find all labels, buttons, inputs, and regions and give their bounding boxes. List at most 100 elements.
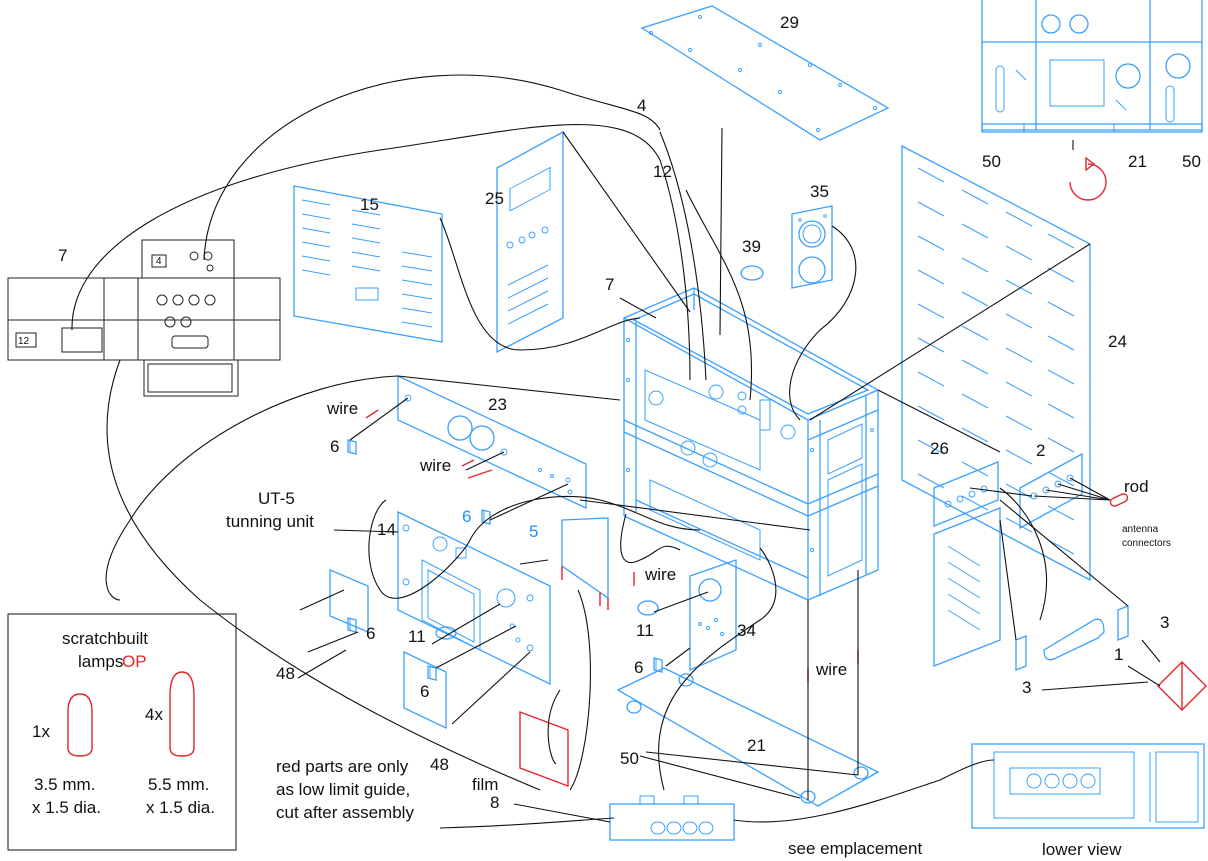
louver-slot bbox=[917, 303, 945, 319]
part-26-sub-chassis bbox=[933, 461, 1001, 667]
label-23: 23 bbox=[488, 395, 507, 414]
lamps-title-2: lamps bbox=[78, 652, 123, 671]
view-indicator-diamond bbox=[1157, 661, 1207, 711]
label-lower-view: lower view bbox=[1042, 840, 1122, 859]
louver-slot bbox=[917, 201, 945, 217]
louver-slot bbox=[1047, 505, 1075, 521]
louver-slot bbox=[1047, 301, 1075, 317]
label-5: 5 bbox=[529, 522, 538, 541]
louver-slot bbox=[961, 359, 989, 375]
label-11-b: 11 bbox=[636, 621, 654, 640]
label-top-50-right: 50 bbox=[1182, 152, 1201, 171]
part-1-handle bbox=[1043, 618, 1105, 661]
label-3-a: 3 bbox=[1160, 613, 1169, 632]
part-11-disc-b bbox=[637, 600, 659, 616]
label-25: 25 bbox=[485, 189, 504, 208]
label-antenna-connectors-2: connectors bbox=[1122, 538, 1171, 549]
louver-slot bbox=[1005, 381, 1033, 397]
louver-slot bbox=[961, 393, 989, 409]
label-top-21: 21 bbox=[1128, 152, 1147, 171]
lamp1-qty: 1x bbox=[32, 722, 50, 741]
label-26: 26 bbox=[930, 439, 949, 458]
louver-slot bbox=[1047, 471, 1075, 487]
lower-view-panel bbox=[971, 743, 1205, 829]
label-top-50-left: 50 bbox=[982, 152, 1001, 171]
label-35: 35 bbox=[810, 182, 829, 201]
louver-slot bbox=[1005, 347, 1033, 363]
label-39: 39 bbox=[742, 237, 761, 256]
label-6-d: 6 bbox=[420, 682, 429, 701]
top-right-front-view bbox=[981, 0, 1203, 133]
louver-slot bbox=[1047, 335, 1075, 351]
louver-slot bbox=[961, 257, 989, 273]
louver-slot bbox=[1005, 279, 1033, 295]
louver-slot bbox=[1047, 267, 1075, 283]
label-1: 1 bbox=[1114, 645, 1123, 664]
label-50-a: 50 bbox=[620, 749, 639, 768]
louver-slot bbox=[1005, 449, 1033, 465]
part-7-chassis-frame bbox=[622, 287, 880, 601]
part-25-panel bbox=[496, 130, 564, 354]
lamp-small-icon bbox=[67, 693, 93, 757]
part-11-disc-a bbox=[435, 626, 457, 640]
label-4: 4 bbox=[637, 96, 646, 115]
part-14-tuning-panel bbox=[397, 510, 551, 686]
louver-slot bbox=[961, 189, 989, 205]
louver-slot bbox=[1005, 517, 1033, 533]
louver-slot bbox=[961, 461, 989, 477]
inset-box-4: 4 bbox=[156, 256, 162, 267]
part-39-disc bbox=[740, 265, 764, 281]
label-15: 15 bbox=[360, 195, 379, 214]
louver-slot bbox=[961, 495, 989, 511]
label-wire-1: wire bbox=[326, 399, 358, 418]
label-8: 8 bbox=[490, 793, 499, 812]
part-2-antenna-plate bbox=[1019, 452, 1129, 530]
note-line-1: red parts are only bbox=[276, 757, 409, 776]
louver-slot bbox=[1047, 437, 1075, 453]
label-film: film bbox=[472, 775, 498, 794]
part-15-louver-panel bbox=[293, 185, 443, 343]
louver-slot bbox=[1005, 313, 1033, 329]
louver-slot bbox=[1047, 233, 1075, 249]
louver-slot bbox=[1047, 403, 1075, 419]
label-11-a: 11 bbox=[408, 627, 426, 646]
louver-slot bbox=[961, 291, 989, 307]
label-6-e: 6 bbox=[634, 658, 643, 677]
lamps-title-1: scratchbuilt bbox=[62, 629, 148, 648]
label-3-b: 3 bbox=[1022, 678, 1031, 697]
louver-slot bbox=[917, 371, 945, 387]
label-48-b: 48 bbox=[430, 755, 449, 774]
label-12: 12 bbox=[653, 162, 672, 181]
louver-slot bbox=[917, 405, 945, 421]
lamp1-size: 3.5 mm. bbox=[34, 775, 95, 794]
louver-slot bbox=[917, 269, 945, 285]
louver-slot bbox=[1005, 415, 1033, 431]
part-3-hinge-b bbox=[1015, 635, 1027, 671]
part-5-plate bbox=[561, 517, 609, 610]
label-wire-2: wire bbox=[419, 456, 451, 475]
inset-box-12: 12 bbox=[18, 336, 30, 347]
louver-slot bbox=[917, 337, 945, 353]
lamp2-dia: x 1.5 dia. bbox=[146, 798, 215, 817]
louver-slot bbox=[917, 167, 945, 183]
lamp2-size: 5.5 mm. bbox=[148, 775, 209, 794]
film-sheet bbox=[519, 710, 569, 788]
note-line-3: cut after assembly bbox=[276, 803, 414, 822]
rotate-arrow-icon bbox=[1069, 156, 1107, 201]
label-antenna-connectors-1: antenna bbox=[1122, 524, 1159, 535]
label-wire-4: wire bbox=[815, 660, 847, 679]
red-wire-marks bbox=[365, 409, 859, 682]
louver-slot bbox=[961, 325, 989, 341]
louver-slot bbox=[1047, 369, 1075, 385]
label-ut5-line2: tunning unit bbox=[226, 512, 314, 531]
label-24: 24 bbox=[1108, 332, 1127, 351]
part-48-bracket-b bbox=[403, 650, 447, 730]
part-8-connector-bar bbox=[609, 795, 735, 841]
lamps-box bbox=[7, 613, 237, 851]
label-7-left: 7 bbox=[58, 246, 67, 265]
louver-slot bbox=[1047, 539, 1075, 555]
leader-lines bbox=[71, 74, 1161, 829]
louver-slot bbox=[917, 235, 945, 251]
label-rod: rod bbox=[1124, 477, 1149, 496]
